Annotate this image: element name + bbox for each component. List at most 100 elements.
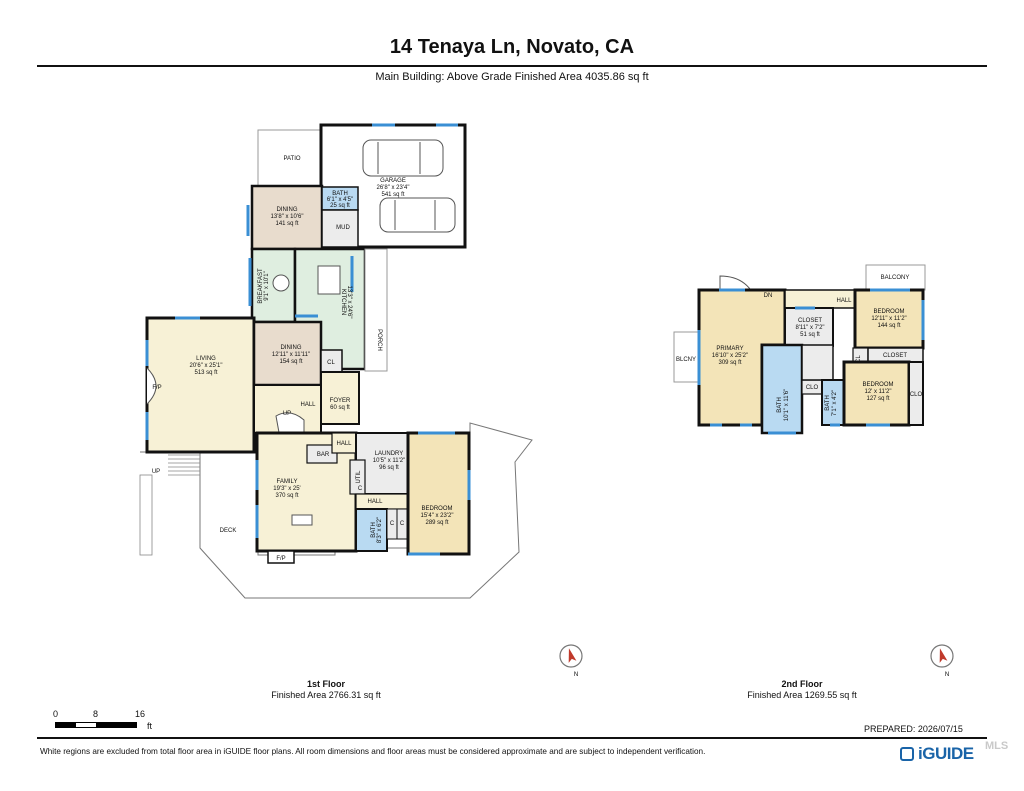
- hall-label: HALL: [300, 402, 316, 408]
- breakfast-dims: 9'1" x 10'1": [264, 271, 270, 301]
- garage-label: GARAGE: [380, 178, 406, 184]
- clo-a-label: CLO: [806, 385, 819, 391]
- bath-lower-label: BATH: [371, 522, 377, 538]
- closet-misc-2f: [801, 344, 834, 381]
- porch-area: [364, 248, 388, 372]
- dining-top-area: 141 sq ft: [275, 221, 298, 227]
- scale-tick-0: 0: [53, 709, 59, 719]
- dining-mid-room: [252, 320, 323, 387]
- scale-tick-8: 8: [93, 709, 99, 719]
- mud-label: MUD: [336, 225, 350, 231]
- primary-area: 309 sq ft: [718, 360, 741, 366]
- primary-label: PRIMARY: [716, 346, 743, 352]
- clo-b-room: [908, 361, 924, 426]
- iguide-logo-icon: [900, 747, 914, 761]
- foyer-label: FOYER: [330, 398, 351, 404]
- bedroom-b-label: BEDROOM: [862, 382, 893, 388]
- family-table: [291, 514, 313, 526]
- windows-floor1: [145, 123, 471, 556]
- up-stair-label: UP: [283, 411, 291, 417]
- iguide-logo: iGUIDE: [900, 744, 990, 766]
- family-dims: 19'3" x 25': [273, 486, 300, 492]
- scale-bar: 0 8 16 ft: [53, 709, 175, 735]
- hall-2f-label: HALL: [836, 298, 852, 304]
- living-room: [145, 316, 256, 454]
- deck-label: DECK: [220, 528, 237, 534]
- bedroom-room: [406, 431, 471, 556]
- deck-stairs: [168, 454, 200, 476]
- closet-c3-label: C: [400, 521, 405, 527]
- hall-lower-label: HALL: [367, 499, 383, 505]
- deck-steps-left: [139, 474, 153, 556]
- bath-lower-dims: 8'3" x 6'2": [377, 517, 383, 543]
- living-area: 513 sq ft: [194, 370, 217, 376]
- floor1-caption: 1st Floor Finished Area 2766.31 sq ft: [236, 679, 416, 701]
- dining-mid-area: 154 sq ft: [279, 359, 302, 365]
- car-icon: [362, 139, 456, 233]
- living-fireplace-label: F/P: [152, 385, 161, 391]
- breakfast-label: BREAKFAST: [258, 268, 264, 304]
- breakfast-table: [272, 274, 290, 292]
- patio-label: PATIO: [283, 156, 300, 162]
- dining-mid-label: DINING: [281, 345, 302, 351]
- primary-dims: 16'10" x 25'2": [712, 353, 748, 359]
- garage-area: 541 sq ft: [381, 192, 404, 198]
- bedroom-label: BEDROOM: [421, 506, 452, 512]
- north-label-1: N: [574, 672, 578, 678]
- closet-top-area: 51 sq ft: [800, 332, 820, 338]
- garage-dims: 26'8" x 23'4": [377, 185, 410, 191]
- bath-top-dims: 6'1" x 4'5": [327, 197, 353, 203]
- closet-top-dims: 8'11" x 7'2": [795, 325, 824, 331]
- porch-label: PORCH: [376, 329, 382, 351]
- bedroom-area: 289 sq ft: [425, 520, 448, 526]
- floor1-label: 1st Floor: [306, 679, 345, 689]
- dining-mid-dims: 12'11" x 11'11": [272, 352, 310, 358]
- laundry-area: 96 sq ft: [379, 465, 399, 471]
- hall-small-label: HALL: [336, 441, 352, 447]
- laundry-label: LAUNDRY: [375, 451, 404, 457]
- closet-mid-label: CLOSET: [883, 353, 907, 359]
- clo-b-label: CLO: [910, 392, 923, 398]
- cl-2f-label: CL: [856, 355, 862, 363]
- page-subtitle: Main Building: Above Grade Finished Area…: [375, 71, 649, 83]
- bath-b-dims: 7'1" x 4'2": [832, 390, 838, 416]
- dn-label: DN: [764, 293, 773, 299]
- kitchen-island: [317, 265, 341, 295]
- bedroom-b-area: 127 sq ft: [866, 396, 889, 402]
- bar-area: [306, 444, 338, 464]
- floor2-caption: 2nd Floor Finished Area 1269.55 sq ft: [712, 679, 892, 701]
- family-fireplace-label: F/P: [276, 556, 285, 562]
- bedroom-a-area: 144 sq ft: [877, 323, 900, 329]
- kitchen-dims: 13'3" x 24'6": [346, 286, 352, 319]
- prepared-date: PREPARED: 2026/07/15: [864, 724, 963, 734]
- floor2-label: 2nd Floor: [781, 679, 823, 689]
- mud-room: [321, 209, 359, 248]
- second-floor-plan: BALCONY DN HALL CLOSET 8'11" x 7'2" 51 s…: [673, 264, 926, 435]
- floor1-area: Finished Area 2766.31 sq ft: [271, 690, 381, 700]
- blcny-label: BLCNY: [676, 357, 696, 363]
- family-fireplace: [267, 550, 295, 564]
- closet-c-label: C: [358, 486, 363, 492]
- scale-unit: ft: [147, 721, 153, 731]
- bedroom-a-dims: 12'11" x 11'2": [871, 316, 906, 322]
- patio-area: [257, 129, 322, 187]
- bath-b-label: BATH: [825, 395, 831, 411]
- laundry-dims: 10'5" x 11'2": [373, 458, 405, 464]
- dining-top-label: DINING: [277, 207, 298, 213]
- living-fireplace: [146, 367, 157, 405]
- bedroom-a-label: BEDROOM: [873, 309, 904, 315]
- closet-top-room: [784, 307, 834, 347]
- bath-a-dims: 10'1" x 11'6": [784, 389, 790, 421]
- closet-c2-label: C: [390, 521, 395, 527]
- title-divider: [37, 65, 987, 67]
- bath-a-label: BATH: [777, 397, 783, 413]
- bedroom-b-dims: 12' x 11'2": [865, 389, 892, 395]
- family-label: FAMILY: [277, 479, 298, 485]
- kitchen-label: KITCHEN: [340, 289, 346, 315]
- living-dims: 20'6" x 25'1": [190, 363, 223, 369]
- bath-a-room: [760, 343, 804, 435]
- page-title: 14 Tenaya Ln, Novato, CA: [389, 36, 635, 58]
- closet-label: CL: [327, 360, 335, 366]
- mls-watermark: MLS: [985, 740, 1009, 752]
